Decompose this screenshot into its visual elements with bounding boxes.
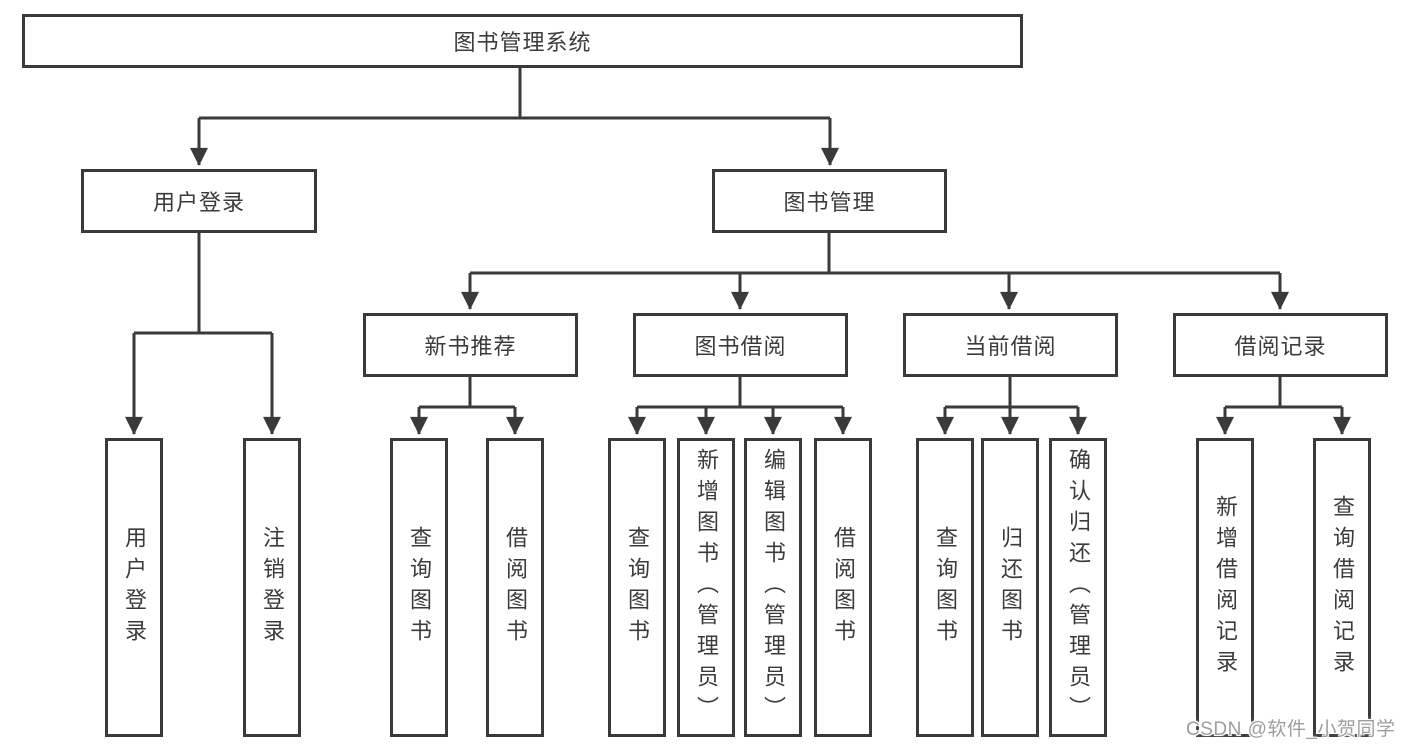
node-label: 当前借阅 — [964, 334, 1057, 359]
leaf-label: 查询图书 — [933, 525, 958, 650]
leaf-add-borrow-record: 新增借阅记录 — [1196, 438, 1254, 737]
leaf-label: 新增图书（管理员） — [694, 448, 719, 727]
leaf-label: 确认归还（管理员） — [1066, 448, 1091, 727]
edge-current-borrow-children — [936, 377, 1087, 435]
leaf-return-books: 归还图书 — [981, 438, 1039, 737]
leaf-edit-books-admin: 编辑图书（管理员） — [744, 438, 802, 737]
leaf-borrow-books-recommend: 借阅图书 — [486, 438, 544, 737]
leaf-confirm-return-admin: 确认归还（管理员） — [1049, 438, 1107, 737]
edge-borrow-record-children — [1216, 377, 1351, 435]
node-borrow-record: 借阅记录 — [1173, 313, 1388, 377]
node-root-label: 图书管理系统 — [453, 30, 592, 55]
node-book-management-branch: 图书管理 — [712, 169, 947, 233]
node-label: 新书推荐 — [424, 334, 517, 359]
leaf-borrow-books: 借阅图书 — [814, 438, 872, 737]
node-label: 借阅记录 — [1234, 334, 1327, 359]
leaf-query-books-recommend: 查询图书 — [390, 438, 448, 737]
leaf-query-books-borrow: 查询图书 — [608, 438, 666, 737]
node-label: 图书管理 — [783, 190, 876, 215]
edge-user-login-children — [125, 233, 281, 435]
leaf-query-books-current: 查询图书 — [916, 438, 974, 737]
node-new-book-recommend: 新书推荐 — [363, 313, 578, 377]
leaf-label: 注销登录 — [260, 525, 285, 650]
leaf-label: 借阅图书 — [831, 525, 856, 650]
leaf-label: 借阅图书 — [503, 525, 528, 650]
leaf-user-login: 用户登录 — [105, 438, 163, 737]
edge-root-to-level2 — [190, 68, 839, 166]
node-user-login-branch: 用户登录 — [81, 169, 317, 233]
node-current-borrow: 当前借阅 — [903, 313, 1118, 377]
node-label: 图书借阅 — [694, 334, 787, 359]
leaf-label: 查询图书 — [625, 525, 650, 650]
node-book-borrow: 图书借阅 — [633, 313, 848, 377]
node-label: 用户登录 — [152, 190, 245, 215]
leaf-logout: 注销登录 — [243, 438, 301, 737]
leaf-add-books-admin: 新增图书（管理员） — [677, 438, 735, 737]
csdn-watermark: CSDN @软件_小贺同学 — [1186, 719, 1396, 740]
edge-book-borrow-children — [628, 377, 852, 435]
leaf-label: 查询借阅记录 — [1330, 494, 1355, 681]
leaf-label: 用户登录 — [122, 525, 147, 650]
edge-new-book-children — [410, 377, 524, 435]
leaf-label: 归还图书 — [998, 525, 1023, 650]
leaf-label: 编辑图书（管理员） — [761, 448, 786, 727]
node-root-system: 图书管理系统 — [22, 14, 1023, 68]
leaf-label: 新增借阅记录 — [1213, 494, 1238, 681]
leaf-label: 查询图书 — [407, 525, 432, 650]
leaf-query-borrow-record: 查询借阅记录 — [1313, 438, 1371, 737]
edge-book-mgmt-to-modules — [461, 233, 1289, 310]
